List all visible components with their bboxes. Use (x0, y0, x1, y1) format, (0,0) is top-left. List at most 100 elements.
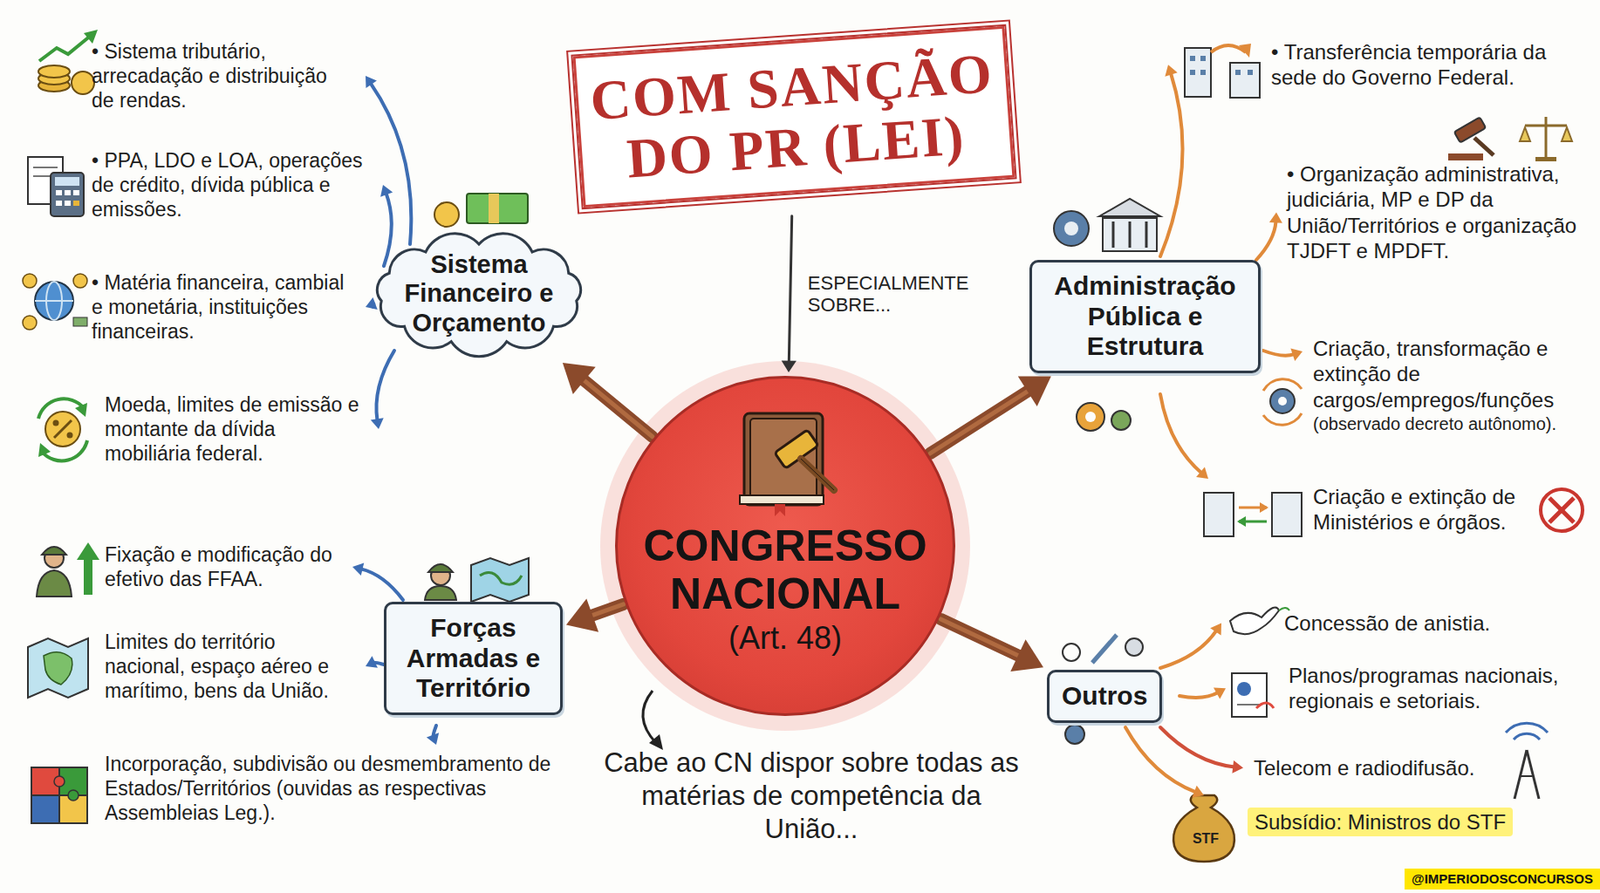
arrow-head (365, 75, 377, 89)
arrow-head (365, 656, 378, 669)
item-text: Limites do território nacional, espaço a… (104, 629, 354, 704)
leader-arrow (1256, 221, 1277, 261)
buildings-icon (1184, 43, 1260, 98)
connector (562, 362, 653, 438)
item-text: STF (1188, 830, 1224, 848)
leader-arrow (1160, 73, 1183, 257)
arrow-head (1191, 786, 1204, 799)
connector-shine (581, 377, 653, 438)
leader-arrow (1125, 727, 1197, 793)
connector-line (929, 389, 1032, 454)
arrow-head (1010, 639, 1044, 672)
arrow-head (1269, 212, 1283, 224)
stamp-box: COM SANÇÃO DO PR (LEI) (566, 19, 1022, 214)
connector-line (588, 604, 624, 618)
cloud-node: Sistema Financeiro e Orçamento (364, 228, 594, 360)
connector (781, 216, 797, 373)
document-chart-icon (1231, 673, 1274, 718)
globe-icon (22, 273, 88, 330)
leader-arrow (433, 725, 437, 738)
node-text: Sistema Financeiro e Orçamento (387, 250, 571, 338)
connector-line (788, 216, 792, 363)
leader-arrow (1179, 692, 1218, 698)
item-text: Fixação e modificação do efetivo das FFA… (104, 542, 341, 592)
connector (940, 619, 1044, 672)
leader-arrow (370, 82, 412, 245)
node-text: Administração Pública e Estrutura (1044, 271, 1246, 363)
topic-box: Forças Armadas e Território (383, 601, 563, 716)
arrow-head (781, 360, 797, 373)
leader-arrow (371, 304, 375, 308)
arrow-head (1164, 64, 1177, 77)
leader-arrow (1263, 350, 1295, 356)
puzzle-icon (31, 767, 88, 824)
arrow-head (352, 563, 364, 577)
edge-label: ESPECIALMENTE SOBRE... (804, 270, 986, 319)
topic-box: Administração Pública e Estrutura (1029, 259, 1261, 374)
item-text: • Sistema tributário, arrecadação e dist… (91, 39, 354, 113)
item-text: • Transferência temporária da sede do Go… (1271, 39, 1586, 91)
percent-icon (38, 398, 88, 461)
item-text: • Matéria financeira, cambial e monetári… (91, 270, 354, 344)
item-text: Incorporação, subdivisão ou desmembramen… (104, 752, 559, 826)
connector-shine (588, 604, 624, 618)
connector-shine (929, 389, 1032, 454)
item-text: Moeda, limites de emissão e montante da … (104, 392, 367, 466)
connector-line (581, 377, 653, 438)
arrow-head (426, 732, 439, 746)
node-text: Forças Armadas e Território (398, 613, 548, 705)
node-text: Outros (1061, 681, 1148, 712)
gear-cycle-icon (1263, 379, 1302, 425)
connector (566, 598, 624, 632)
node-text: CONGRESSO NACIONAL (617, 522, 953, 619)
item-text: Cabe ao CN dispor sobre todas as matéria… (601, 746, 1021, 846)
item-text: Criação e extinção de Ministérios e órgã… (1312, 484, 1540, 536)
item-text: • Organização administrativa, judiciária… (1286, 161, 1588, 264)
soldier-icon (36, 542, 100, 597)
arrow-head (1018, 376, 1052, 407)
arrow-head (380, 184, 393, 198)
arrow-head (1290, 348, 1303, 362)
leader-arrow (1160, 630, 1217, 669)
money-bag-icon (1173, 795, 1235, 862)
antenna-icon (1505, 723, 1548, 800)
item-text: Telecom e radiodifusão. (1253, 755, 1475, 781)
item-text: Planos/programas nacionais, regionais e … (1288, 663, 1586, 715)
arrow-head (566, 598, 599, 632)
cloud-shape (376, 233, 581, 357)
arrow-head (1196, 467, 1209, 479)
arrow-head (365, 297, 378, 310)
arrow-head (1231, 760, 1244, 774)
topic-box: Outros (1046, 670, 1163, 724)
leader-arrow (373, 663, 384, 665)
dove-icon (1230, 607, 1290, 635)
highlight-note: Subsídio: Ministros do STF (1247, 807, 1513, 837)
calculator-icon (27, 157, 84, 217)
node-text: COM SANÇÃO DO PR (LEI) (588, 42, 1001, 192)
central-circle: CONGRESSO NACIONAL(Art. 48) (615, 376, 956, 717)
leader-arrow (1160, 394, 1202, 474)
connector-shine (940, 619, 1023, 658)
money-icon (434, 193, 528, 227)
connector (929, 376, 1052, 455)
map-icon (27, 638, 89, 698)
leader-arrow (383, 192, 392, 267)
connector-line (940, 619, 1023, 658)
arrow-head (562, 362, 596, 395)
arrow-head (370, 417, 384, 430)
leader-arrow (642, 690, 664, 751)
circle-halo (600, 361, 971, 732)
item-text: (observado decreto autônomo). (1312, 413, 1557, 435)
item-text: Criação, transformação e extinção de car… (1312, 335, 1575, 413)
node-text: (Art. 48) (617, 618, 953, 658)
gavel-scales-icon (1448, 116, 1573, 162)
leader-arrow (361, 568, 404, 601)
item-text: Concessão de anistia. (1284, 610, 1491, 636)
arrow-head (1213, 688, 1226, 700)
item-text: • PPA, LDO e LOA, operações de crédito, … (91, 148, 371, 222)
book-gavel-icon (722, 404, 854, 519)
arrow-head (1210, 623, 1222, 636)
leader-arrow (376, 350, 395, 421)
leader-arrow (1160, 727, 1235, 768)
coins-icon (38, 29, 98, 95)
